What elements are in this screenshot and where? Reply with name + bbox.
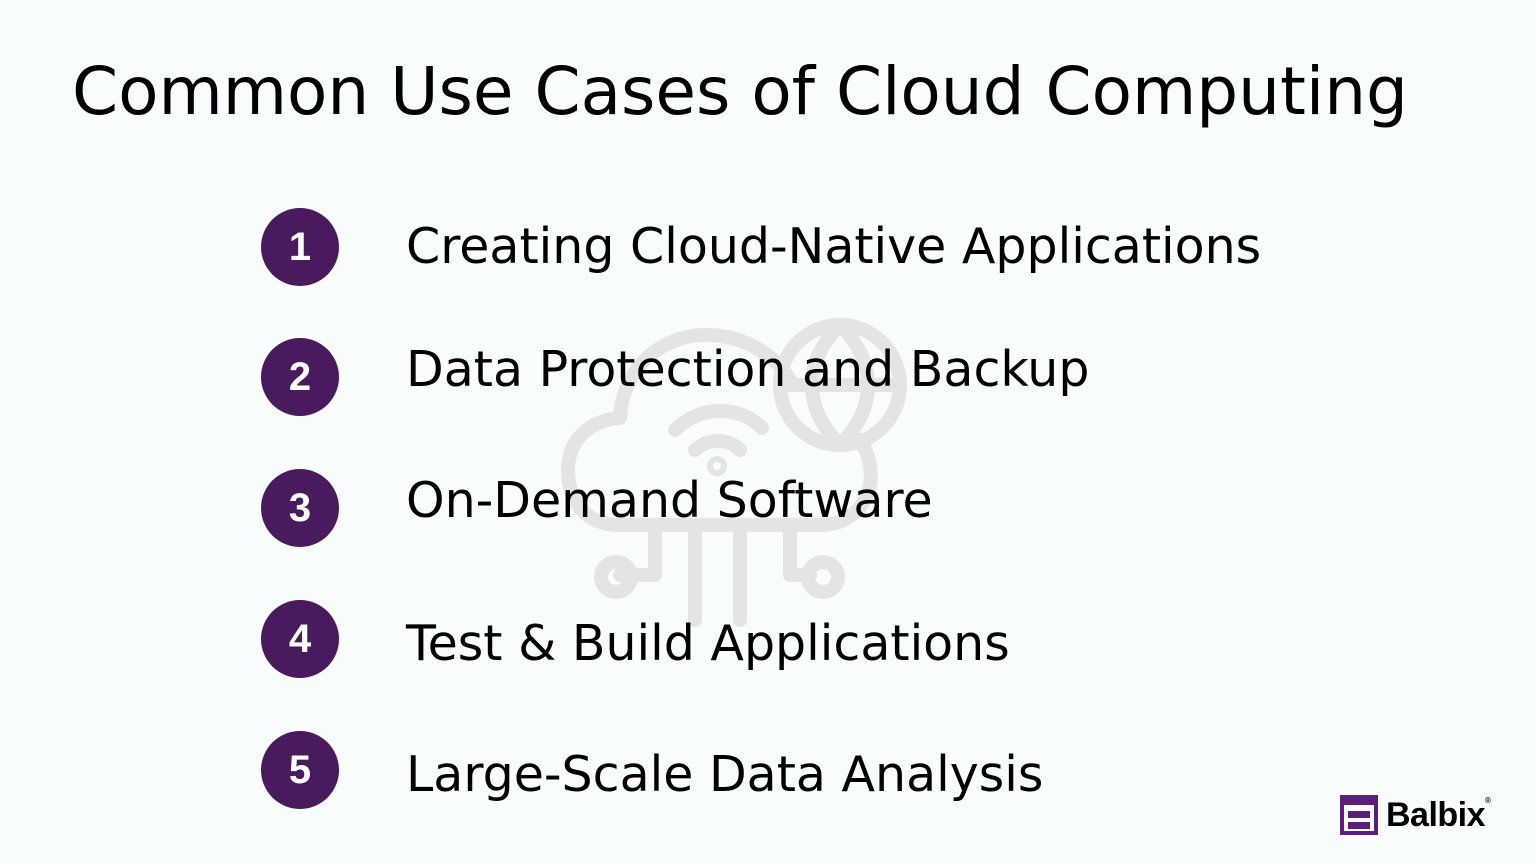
item-label: On-Demand Software bbox=[406, 472, 933, 529]
cloud-network-globe-icon bbox=[561, 318, 907, 627]
item-label: Large-Scale Data Analysis bbox=[406, 746, 1044, 803]
number-badge: 2 bbox=[261, 338, 339, 416]
list-item-4: 4 Test & Build Applications bbox=[261, 600, 1010, 678]
item-label: Creating Cloud-Native Applications bbox=[406, 218, 1262, 275]
list-item-2: 2 Data Protection and Backup bbox=[261, 338, 1089, 416]
item-label: Test & Build Applications bbox=[406, 615, 1010, 672]
list-item-5: 5 Large-Scale Data Analysis bbox=[261, 731, 1043, 809]
item-label: Data Protection and Backup bbox=[406, 341, 1090, 398]
brand-logo: Balbix® bbox=[1340, 795, 1491, 835]
number-badge: 3 bbox=[261, 469, 339, 547]
number-badge: 1 bbox=[261, 208, 339, 286]
number-badge: 5 bbox=[261, 731, 339, 809]
list-item-1: 1 Creating Cloud-Native Applications bbox=[261, 208, 1261, 286]
slide-title: Common Use Cases of Cloud Computing bbox=[72, 53, 1408, 130]
balbix-logo-icon bbox=[1340, 795, 1378, 835]
brand-name: Balbix® bbox=[1386, 795, 1491, 834]
number-badge: 4 bbox=[261, 600, 339, 678]
list-item-3: 3 On-Demand Software bbox=[261, 469, 933, 547]
